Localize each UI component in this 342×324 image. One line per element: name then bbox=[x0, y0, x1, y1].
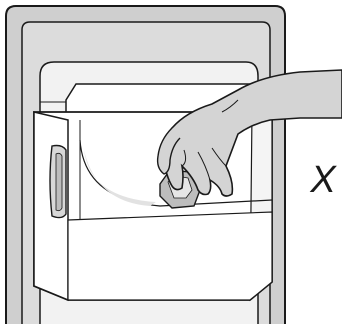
incorrect-x-mark: X bbox=[309, 159, 337, 201]
ice-bin-front-panel bbox=[68, 212, 272, 300]
ice-bin-side-handle-inner bbox=[56, 153, 62, 210]
